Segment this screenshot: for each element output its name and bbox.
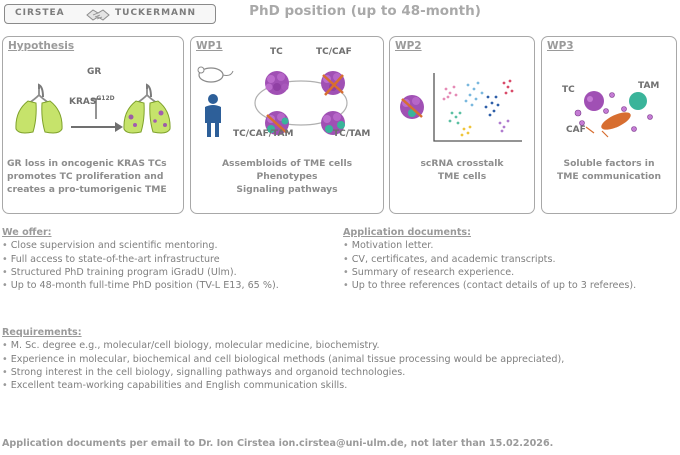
scrna-umap-illustration xyxy=(400,73,522,142)
panel-wp2: WP2 scRNA crosstalk TME cells xyxy=(389,36,535,214)
tc-cluster-icon xyxy=(265,71,289,95)
logo-left-text: CIRSTEA xyxy=(15,8,65,18)
tc-caf-tam-cluster-icon xyxy=(265,111,289,135)
application-heading: Application documents: xyxy=(343,227,471,238)
panel-title: Hypothesis xyxy=(8,40,75,52)
offer-item: Structured PhD training program iGradU (… xyxy=(2,266,279,279)
logo-right-text: TUCKERMANN xyxy=(115,8,197,18)
requirement-item: Excellent team-working capabilities and … xyxy=(2,379,564,392)
panel-wp1: WP1 xyxy=(190,36,384,214)
tam-cell-icon xyxy=(629,92,647,110)
application-item: Summary of research experience. xyxy=(343,266,636,279)
page-title: PhD position (up to 48-month) xyxy=(249,3,481,19)
person-icon xyxy=(205,94,221,137)
wp3-caption: Soluble factors in TME communication xyxy=(556,158,662,182)
application-footer: Application documents per email to Dr. I… xyxy=(2,438,554,449)
caf-cell-icon xyxy=(601,112,631,130)
kras-label: KRASG12D xyxy=(69,95,115,107)
requirement-item: Strong interest in the cell biology, sig… xyxy=(2,366,564,379)
offer-heading: We offer: xyxy=(2,227,52,238)
application-item: Up to three references (contact details … xyxy=(343,279,636,292)
requirement-item: M. Sc. degree e.g., molecular/cell biolo… xyxy=(2,339,564,352)
assembloid-illustration xyxy=(197,66,348,137)
tc-cell-icon xyxy=(584,91,604,111)
logo-banner: CIRSTEA TUCKERMANN xyxy=(4,4,216,24)
application-item: Motivation letter. xyxy=(343,239,636,252)
tc-label: TC xyxy=(270,47,283,57)
tc-label: TC xyxy=(562,85,575,95)
tc-caf-cluster-icon xyxy=(321,71,345,96)
handshake-icon xyxy=(85,6,111,28)
panel-hypothesis: Hypothesis GR KRASG12D GR loss i xyxy=(2,36,184,214)
hypothesis-caption: GR loss in oncogenic KRAS TCs promotes T… xyxy=(7,158,167,195)
soluble-factors-illustration xyxy=(574,91,653,138)
requirements-section: Requirements: M. Sc. degree e.g., molecu… xyxy=(2,326,564,392)
caf-label: CAF xyxy=(566,125,586,135)
umap-clusters-icon xyxy=(442,79,514,137)
panel-title: WP1 xyxy=(196,40,223,52)
gr-label: GR xyxy=(87,67,102,77)
lungs-illustration xyxy=(15,83,171,134)
wp2-caption: scRNA crosstalk TME cells xyxy=(420,158,504,182)
tc-tam-label: TC/TAM xyxy=(333,129,371,139)
panel-title: WP3 xyxy=(547,40,574,52)
offer-section: We offer: Close supervision and scientif… xyxy=(2,226,279,292)
tc-caf-label: TC/CAF xyxy=(316,47,352,57)
offer-item: Full access to state-of-the-art infrastr… xyxy=(2,253,279,266)
tc-caf-tam-label: TC/CAF/TAM xyxy=(233,129,294,139)
tam-label: TAM xyxy=(638,81,660,91)
offer-item: Close supervision and scientific mentori… xyxy=(2,239,279,252)
healthy-lungs-icon xyxy=(15,83,63,134)
assembloid-icon xyxy=(400,95,424,119)
wp1-caption: Assembloids of TME cells Phenotypes Sign… xyxy=(221,158,353,195)
application-item: CV, certificates, and academic transcrip… xyxy=(343,253,636,266)
requirement-item: Experience in molecular, biochemical and… xyxy=(2,353,565,366)
panel-title: WP2 xyxy=(395,40,422,52)
offer-item: Up to 48-month full-time PhD position (T… xyxy=(2,279,279,292)
application-section: Application documents: Motivation letter… xyxy=(343,226,636,292)
requirements-heading: Requirements: xyxy=(2,327,82,338)
mouse-icon xyxy=(197,66,234,83)
tc-tam-cluster-icon xyxy=(321,111,345,135)
tumor-lungs-icon xyxy=(123,83,171,134)
panel-wp3: WP3 TC TAM CAF Soluble factors in TME co… xyxy=(541,36,677,214)
